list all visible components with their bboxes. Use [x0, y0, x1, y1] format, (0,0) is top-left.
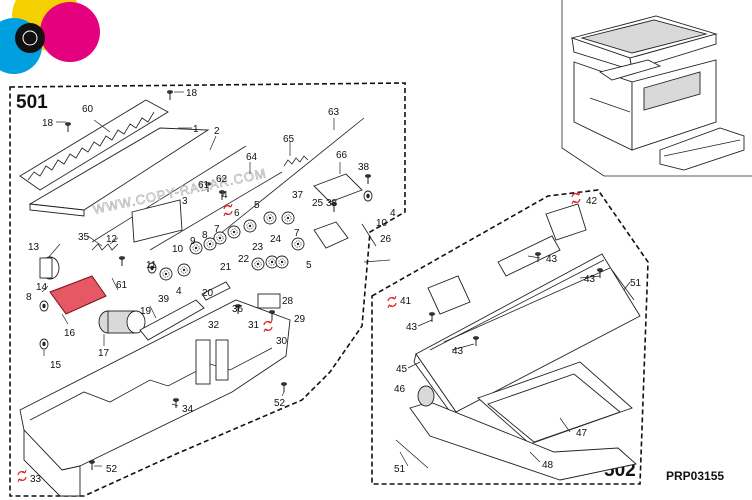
label-10: 10 [172, 244, 184, 255]
label-21: 21 [220, 262, 232, 273]
label-63: 63 [328, 107, 340, 118]
label-5: 5 [254, 200, 260, 211]
label-52: 52 [274, 398, 286, 409]
label-3: 3 [182, 196, 188, 207]
label-4: 4 [222, 190, 228, 201]
label-12: 12 [106, 234, 118, 245]
leader-lines [41, 91, 631, 467]
label-4: 4 [390, 208, 396, 219]
label-9: 9 [190, 236, 196, 247]
label-37: 37 [292, 190, 304, 201]
label-61: 61 [198, 180, 210, 191]
label-8: 8 [26, 292, 32, 303]
label-26: 26 [380, 234, 392, 245]
highlighted-part[interactable] [49, 275, 107, 315]
label-39: 39 [158, 294, 170, 305]
group-502-parts [387, 191, 641, 481]
label-46: 46 [394, 384, 406, 395]
label-43: 43 [584, 274, 596, 285]
label-13: 13 [28, 242, 40, 253]
copier-overview-inset [561, 0, 752, 177]
label-18: 18 [42, 118, 54, 129]
label-2: 2 [214, 126, 220, 137]
cmyk-circles-logo [0, 0, 100, 74]
label-41: 41 [400, 296, 412, 307]
label-29: 29 [294, 314, 306, 325]
figure-code: PRP03155 [666, 469, 724, 483]
label-42: 42 [586, 196, 598, 207]
label-31: 31 [248, 320, 260, 331]
label-65: 65 [283, 134, 295, 145]
label-22: 22 [238, 254, 250, 265]
label-5: 5 [306, 260, 312, 271]
group-label-501: 501 [16, 92, 48, 113]
label-47: 47 [576, 428, 588, 439]
label-60: 60 [82, 104, 94, 115]
label-23: 23 [252, 242, 264, 253]
label-32: 32 [208, 320, 220, 331]
label-20: 20 [202, 288, 214, 299]
label-15: 15 [50, 360, 62, 371]
label-16: 16 [64, 328, 76, 339]
label-52: 52 [106, 464, 118, 475]
label-7: 7 [294, 228, 300, 239]
label-25: 25 [312, 198, 324, 209]
label-34: 34 [182, 404, 194, 415]
label-28: 28 [282, 296, 294, 307]
label-33: 33 [30, 474, 42, 485]
label-18: 18 [186, 88, 198, 99]
label-48: 48 [542, 460, 554, 471]
label-17: 17 [98, 348, 110, 359]
label-6: 6 [234, 208, 240, 219]
label-36: 36 [232, 304, 244, 315]
label-1: 1 [193, 124, 199, 135]
label-66: 66 [336, 150, 348, 161]
label-19: 19 [140, 306, 152, 317]
label-35: 35 [78, 232, 90, 243]
group-502-frame [371, 189, 649, 485]
label-10: 10 [376, 218, 388, 229]
label-62: 62 [216, 174, 228, 185]
group-501-frame [9, 82, 406, 497]
label-38: 38 [358, 162, 370, 173]
label-43: 43 [546, 254, 558, 265]
label-51: 51 [630, 278, 642, 289]
label-43: 43 [406, 322, 418, 333]
label-4: 4 [176, 286, 182, 297]
label-38: 38 [326, 198, 338, 209]
label-64: 64 [246, 152, 258, 163]
label-24: 24 [270, 234, 282, 245]
label-11: 11 [146, 260, 157, 271]
label-8: 8 [202, 230, 208, 241]
label-61: 61 [116, 280, 128, 291]
label-45: 45 [396, 364, 408, 375]
group-501-parts [17, 90, 377, 497]
label-7: 7 [214, 224, 220, 235]
label-30: 30 [276, 336, 288, 347]
part-number-labels: 18 18 60 1 63 65 2 64 66 61 62 38 38 3 4… [26, 88, 642, 485]
label-14: 14 [36, 282, 48, 293]
label-43: 43 [452, 346, 464, 357]
label-51: 51 [394, 464, 406, 475]
